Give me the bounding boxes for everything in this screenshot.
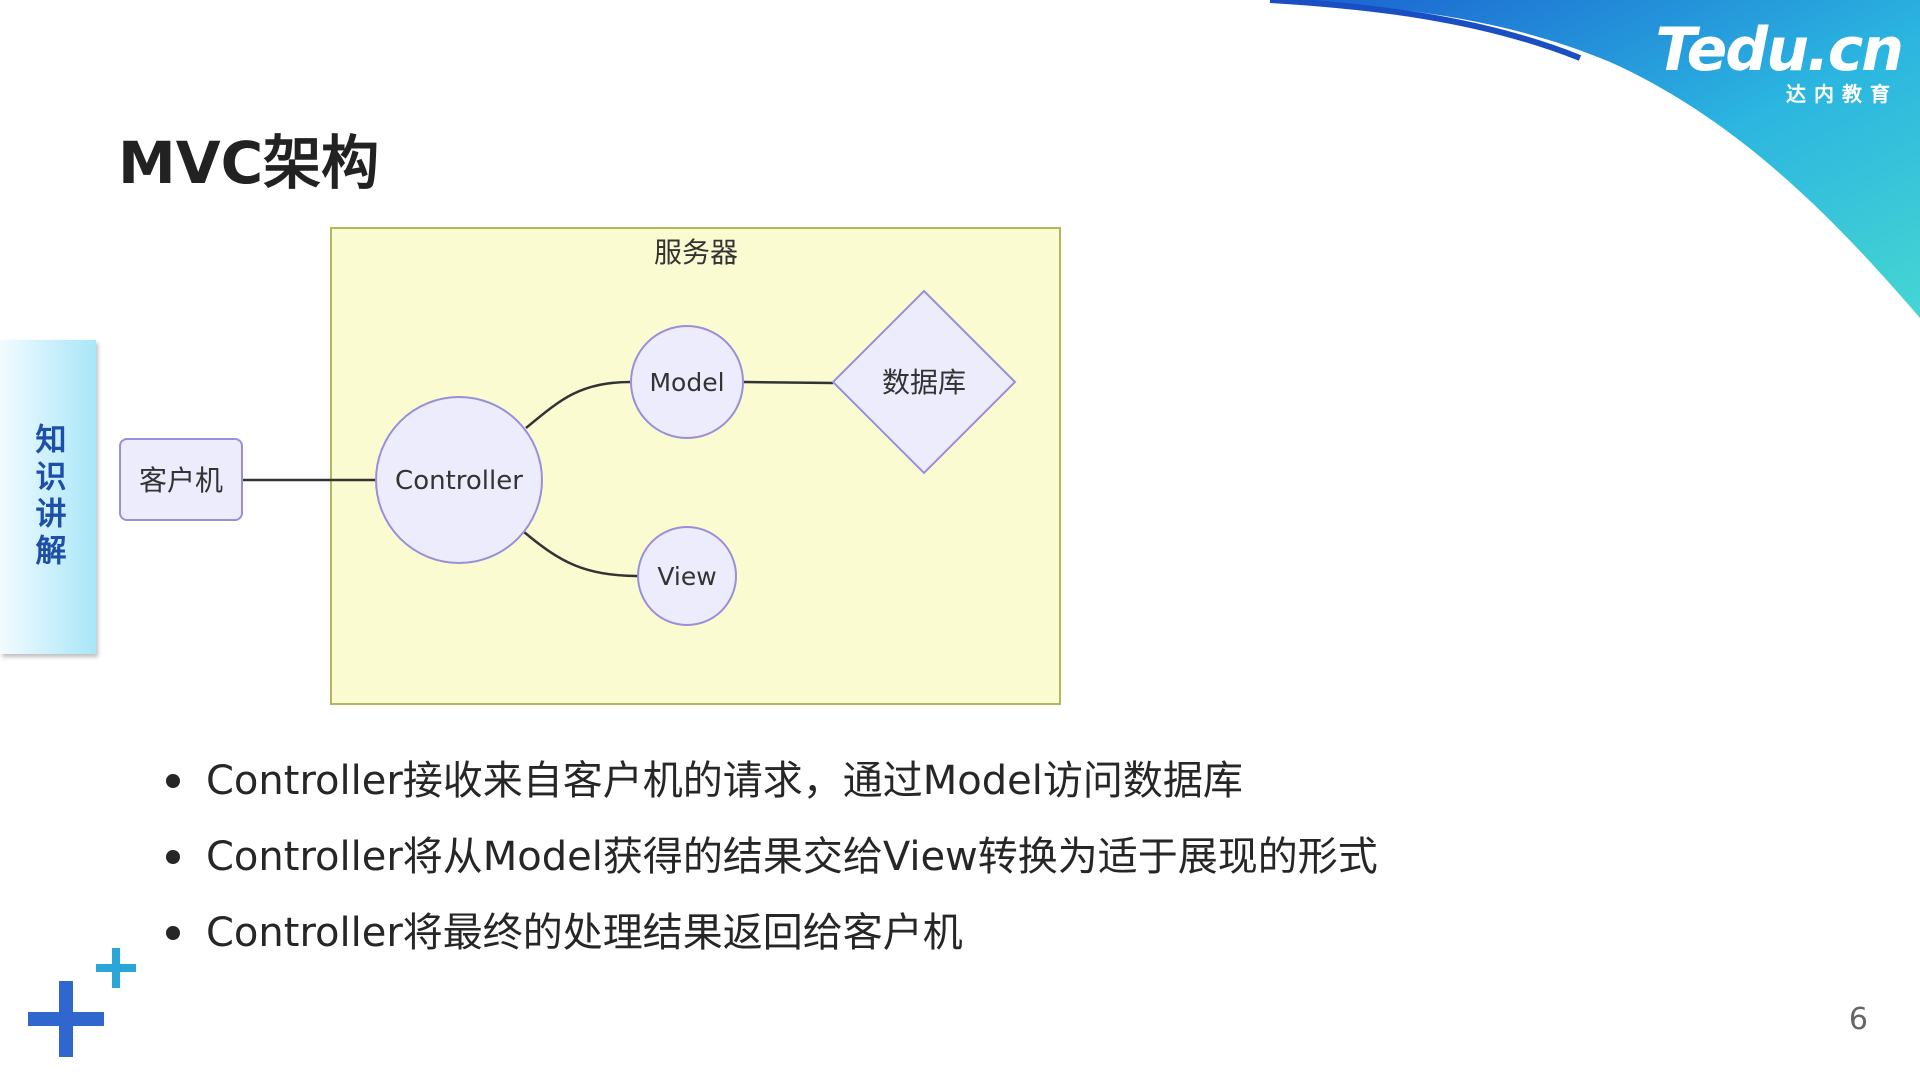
bullet-text: Controller将最终的处理结果返回给客户机	[206, 910, 963, 956]
bullet-dot	[166, 926, 180, 940]
plus-decoration	[28, 948, 136, 1057]
logo-subtitle: 达内教育	[1786, 82, 1898, 106]
edge-model-database	[743, 380, 834, 385]
edge-controller-view	[523, 531, 639, 578]
bullet-text: Controller接收来自客户机的请求，通过Model访问数据库	[206, 758, 1243, 804]
page-number: 6	[1848, 1002, 1868, 1037]
bullet-list: Controller接收来自客户机的请求，通过Model访问数据库 Contro…	[160, 752, 1378, 980]
bullet-dot	[166, 774, 180, 788]
side-tab: 知识讲解	[0, 340, 96, 654]
controller-label: Controller	[395, 466, 523, 496]
bullet-text: Controller将从Model获得的结果交给View转换为适于展现的形式	[206, 834, 1378, 880]
edge-controller-model	[525, 380, 631, 429]
view-node	[637, 526, 737, 626]
controller-node	[375, 396, 543, 564]
model-label: Model	[649, 368, 724, 397]
database-node	[831, 289, 1017, 475]
server-label: 服务器	[654, 236, 738, 269]
database-label: 数据库	[882, 366, 966, 399]
tedu-logo: Tedu.cn 达内教育	[1655, 15, 1904, 107]
page-title: MVC架构	[118, 129, 380, 197]
client-node	[119, 438, 243, 521]
model-node	[630, 325, 744, 439]
bullet-item: Controller接收来自客户机的请求，通过Model访问数据库	[160, 752, 1378, 828]
client-label: 客户机	[139, 464, 223, 497]
view-label: View	[657, 562, 716, 591]
bullet-item: Controller将从Model获得的结果交给View转换为适于展现的形式	[160, 828, 1378, 904]
side-tab-label: 知识讲解	[29, 423, 66, 571]
bullet-item: Controller将最终的处理结果返回给客户机	[160, 904, 1378, 980]
bullet-dot	[166, 850, 180, 864]
logo-wordmark: Tedu.cn	[1655, 15, 1904, 85]
